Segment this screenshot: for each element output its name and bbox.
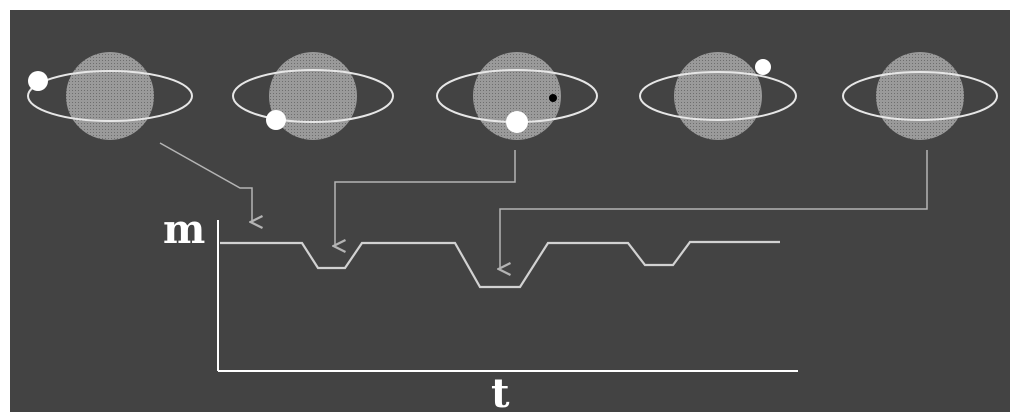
frame-5 xyxy=(842,52,998,140)
orbit-ellipse xyxy=(27,70,193,122)
arrow-pointer xyxy=(500,150,928,269)
x-axis-label: t xyxy=(491,370,510,412)
moon-shadow-icon xyxy=(549,94,557,102)
planet-icon xyxy=(66,52,154,140)
arrows xyxy=(159,142,928,269)
moon-icon xyxy=(506,111,528,133)
arrow-pointer xyxy=(159,142,252,222)
axes xyxy=(217,220,798,372)
frame-4 xyxy=(639,52,797,140)
orbit-ellipse xyxy=(639,71,797,121)
frame-2 xyxy=(232,52,394,140)
frame-3 xyxy=(436,52,598,140)
planet-icon xyxy=(876,52,964,140)
y-axis-label: m xyxy=(163,206,205,253)
planet-icon xyxy=(269,52,357,140)
planet-icon xyxy=(473,52,561,140)
light-curve xyxy=(220,240,780,289)
planet-icon xyxy=(674,52,762,140)
moon-icon xyxy=(755,59,771,75)
moon-icon xyxy=(266,110,286,130)
arrow-pointer xyxy=(335,150,516,246)
orbit-ellipse xyxy=(232,69,394,123)
frame-1 xyxy=(27,52,193,140)
orbit-ellipse xyxy=(842,71,998,121)
moon-icon xyxy=(28,71,48,91)
